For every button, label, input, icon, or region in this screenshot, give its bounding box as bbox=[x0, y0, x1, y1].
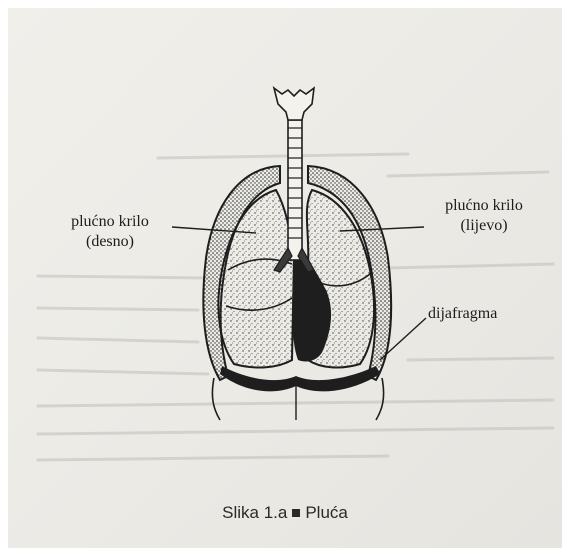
caption-title: Pluća bbox=[305, 503, 348, 522]
label-left-lung-line2: (lijevo) bbox=[424, 216, 544, 236]
label-right-lung-line2: (desno) bbox=[40, 232, 180, 252]
label-right-lung-line1: plućno krilo bbox=[40, 212, 180, 232]
book-page: plućno krilo (desno) plućno krilo (lijev… bbox=[8, 8, 562, 548]
lung-illustration bbox=[8, 8, 562, 548]
figure-caption: Slika 1.a Pluća bbox=[8, 503, 562, 523]
label-left-lung: plućno krilo (lijevo) bbox=[424, 196, 544, 236]
square-bullet-icon bbox=[292, 509, 300, 517]
label-right-lung: plućno krilo (desno) bbox=[40, 212, 180, 252]
label-diaphragm: dijafragma bbox=[428, 304, 497, 324]
trachea bbox=[288, 120, 302, 260]
diaphragm bbox=[220, 366, 380, 391]
larynx bbox=[274, 88, 314, 120]
label-left-lung-line1: plućno krilo bbox=[424, 196, 544, 216]
caption-prefix: Slika 1.a bbox=[222, 503, 287, 522]
